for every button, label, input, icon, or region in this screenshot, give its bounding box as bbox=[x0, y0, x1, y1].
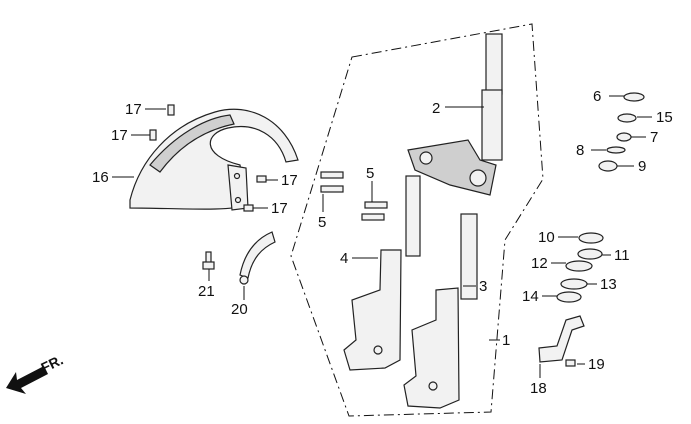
callout-label: 6 bbox=[593, 88, 601, 105]
callout-labels: 1 2 3 4 5 5 6 7 8 9 10 11 12 13 14 15 16… bbox=[92, 88, 673, 397]
front-direction-indicator: FR. bbox=[6, 351, 66, 394]
callout-label: 19 bbox=[588, 356, 605, 373]
callout-label: 1 bbox=[502, 332, 510, 349]
steering-stem bbox=[407, 33, 503, 196]
callout-label: 18 bbox=[530, 380, 547, 397]
callout-label: 13 bbox=[600, 276, 617, 293]
callout-label: 8 bbox=[576, 142, 584, 159]
callout-label: 17 bbox=[125, 101, 142, 118]
stem-hardware bbox=[556, 92, 645, 303]
callout-label: 10 bbox=[538, 229, 555, 246]
callout-label: 17 bbox=[281, 172, 298, 189]
right-fork-leg bbox=[403, 213, 478, 409]
fender-bolts bbox=[149, 104, 267, 212]
callout-label: 21 bbox=[198, 283, 215, 300]
brake-hose-bracket bbox=[239, 231, 276, 285]
callout-label: 5 bbox=[366, 165, 374, 182]
assembly-boundary bbox=[290, 23, 544, 417]
front-arrow-icon bbox=[6, 366, 48, 394]
callout-label: 9 bbox=[638, 158, 646, 175]
stem-bolts bbox=[320, 171, 388, 221]
callout-label: 12 bbox=[531, 255, 548, 272]
callout-label: 2 bbox=[432, 100, 440, 117]
callout-label: 15 bbox=[656, 109, 673, 126]
callout-label: 3 bbox=[479, 278, 487, 295]
callout-label: 17 bbox=[271, 200, 288, 217]
bracket-bolt bbox=[202, 251, 215, 270]
leader-lines bbox=[112, 95, 652, 378]
callout-label: 17 bbox=[111, 127, 128, 144]
callout-label: 11 bbox=[614, 247, 630, 264]
callout-label: 7 bbox=[650, 129, 658, 146]
callout-label: 20 bbox=[231, 301, 248, 318]
front-fender bbox=[129, 108, 299, 211]
callout-label: 4 bbox=[340, 250, 348, 267]
cable-guide-bracket bbox=[538, 315, 585, 367]
callout-label: 16 bbox=[92, 169, 109, 186]
left-fork-leg bbox=[343, 175, 421, 371]
callout-label: 14 bbox=[522, 288, 539, 305]
callout-label: 5 bbox=[318, 214, 326, 231]
